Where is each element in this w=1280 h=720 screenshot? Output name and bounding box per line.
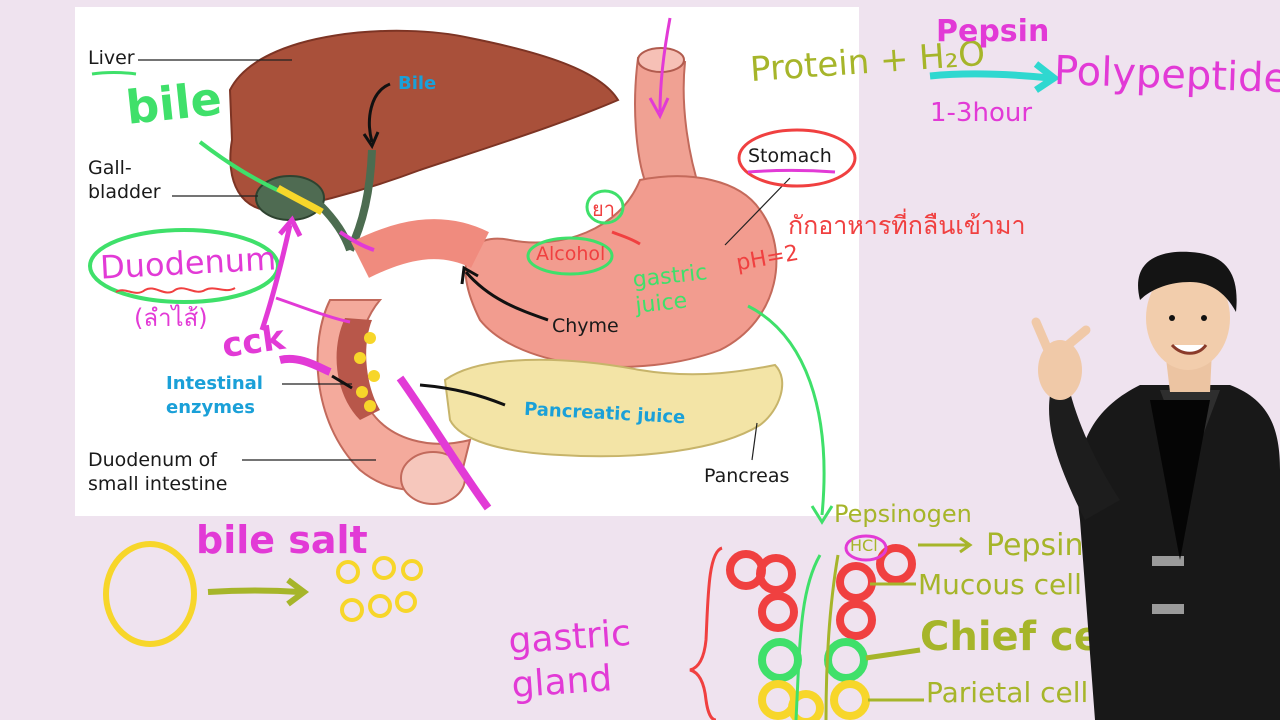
mucous-cell-circle <box>756 554 796 594</box>
parietal-cell-circle <box>788 690 824 720</box>
chyme-arrow <box>464 271 549 322</box>
small-droplet <box>336 560 360 584</box>
note-pepsin: Pepsin <box>986 528 1084 563</box>
small-droplet <box>395 591 417 613</box>
presenter-finger <box>1031 317 1053 355</box>
magenta-bile-duct-arrow <box>338 230 375 252</box>
note-ya: ยา <box>592 197 615 221</box>
presenter-finger <box>1063 325 1091 350</box>
red-arrow <box>611 230 641 246</box>
equation-enzyme-top: Pepsin <box>936 14 1050 49</box>
pancreas-shape <box>443 358 784 458</box>
mucous-cell-circle <box>836 600 876 640</box>
olive-gland-line <box>824 554 840 720</box>
equation-enzyme-bottom: 1-3hour <box>930 98 1033 128</box>
magenta-esophagus-arrow <box>658 17 672 113</box>
mucous-cell-circle <box>876 544 916 584</box>
label-duodenum: Duodenum of small intestine <box>88 449 228 495</box>
presenter-face <box>1146 266 1230 370</box>
green-oval-ya <box>585 189 625 225</box>
presenter-eye <box>1201 315 1207 321</box>
magenta-pancreas-stroke <box>396 375 492 511</box>
presenter-smile <box>1170 343 1208 355</box>
note-thai: กักอาหารที่กลืนเข้ามา <box>788 211 1026 240</box>
green-oval-alcohol <box>526 236 614 276</box>
presenter-arm <box>1049 392 1120 520</box>
small-droplet <box>340 598 364 622</box>
red-oval-stomach <box>737 128 857 188</box>
leader-stomach <box>724 177 791 246</box>
droplet <box>364 400 376 412</box>
note-pepsinogen: Pepsinogen <box>834 500 972 528</box>
label-pancreas: Pancreas <box>704 465 790 487</box>
green-gland-line <box>794 554 822 720</box>
note-duodenum-thai: (ลำไส้) <box>134 304 208 332</box>
label-gallbladder: Gall- bladder <box>88 157 161 203</box>
red-brace <box>689 546 723 720</box>
label-bile: Bile <box>398 73 437 94</box>
note-bile-salt: bile salt <box>196 518 368 562</box>
droplet <box>354 352 366 364</box>
small-droplet <box>372 556 396 580</box>
olive-line-chief <box>865 647 921 661</box>
magenta-underline-stomach <box>747 169 836 174</box>
green-underline-liver <box>91 71 137 76</box>
enzyme-arrow <box>331 374 353 390</box>
presenter-eye <box>1169 315 1175 321</box>
presenter-hair <box>1138 251 1237 312</box>
yellow-gallbladder-mark <box>276 184 324 216</box>
droplet <box>356 386 368 398</box>
pylorus <box>351 219 489 278</box>
mucous-cell-circle <box>758 592 798 632</box>
magenta-loop <box>279 354 332 376</box>
bile-arrow <box>368 82 391 143</box>
leader-pancreas <box>751 422 758 461</box>
note-mucous-cell: Mucous cell <box>918 568 1082 601</box>
droplet <box>364 332 376 344</box>
magenta-line-duodenum <box>275 296 351 324</box>
magenta-cck-arrow <box>259 224 293 331</box>
label-stomach: Stomach <box>748 145 832 167</box>
presenter-hand <box>1038 340 1082 400</box>
presenter-buckle <box>1152 556 1184 566</box>
small-droplet <box>401 559 423 581</box>
red-squiggle <box>115 287 236 294</box>
droplet <box>368 370 380 382</box>
presenter-shirt <box>1150 400 1210 560</box>
label-chyme: Chyme <box>552 315 619 337</box>
olive-arrow <box>207 587 301 595</box>
mucous-cell-circle <box>836 562 876 602</box>
yellow-fat-globule <box>103 541 197 647</box>
pancreatic-arrow <box>419 383 506 407</box>
small-droplet <box>368 594 392 618</box>
duodenum-inner <box>336 318 380 420</box>
magenta-oval-hcl <box>844 534 888 562</box>
parietal-cell-circle <box>830 680 870 720</box>
presenter-buckle <box>1152 604 1184 614</box>
cyan-reaction-arrow <box>929 70 1051 82</box>
note-alcohol: Alcohol <box>536 243 606 265</box>
label-liver: Liver <box>88 47 135 69</box>
note-hcl: HCl <box>850 536 878 555</box>
note-parietal-cell: Parietal cell <box>926 676 1089 709</box>
green-arrow-gland <box>747 304 826 516</box>
label-intestinal-enzymes: Intestinal enzymes <box>166 373 263 418</box>
